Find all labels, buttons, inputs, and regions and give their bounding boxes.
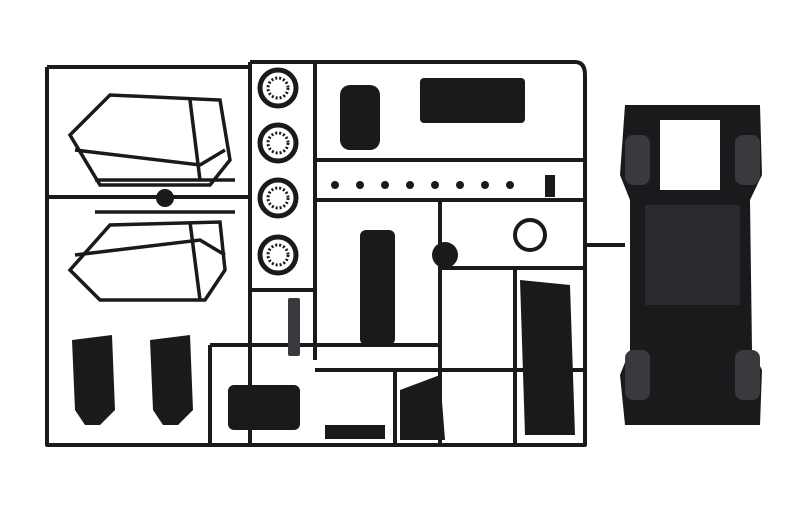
- sprue-frame: [45, 60, 625, 447]
- sprue-gate: [156, 189, 174, 207]
- seat-right: [150, 335, 193, 425]
- seat-cushion: [340, 85, 380, 150]
- wheel-arch-front-right: [735, 135, 760, 185]
- round-part: [432, 242, 458, 268]
- wheel-arch-front-left: [625, 135, 650, 185]
- small-parts: [228, 78, 575, 440]
- grille-part: [288, 298, 300, 356]
- dashboard-part: [420, 78, 525, 123]
- roll-cage-upper: [67, 93, 235, 187]
- wheel-arch-rear-right: [735, 350, 760, 400]
- car-chassis: [620, 105, 762, 425]
- wheel-rim-2: [257, 122, 299, 164]
- seats: [72, 335, 193, 425]
- floor-pan: [645, 205, 740, 305]
- roll-cage-lower: [67, 210, 235, 302]
- cockpit-opening: [660, 120, 720, 190]
- wheel-rim-4: [257, 234, 299, 276]
- fender-left: [400, 375, 445, 440]
- wheel-rim-1: [257, 67, 299, 109]
- pedal-part: [545, 175, 555, 197]
- wheels: [257, 67, 299, 276]
- wheel-rim-3: [257, 177, 299, 219]
- seat-left: [72, 335, 115, 425]
- fuel-tank: [360, 230, 395, 345]
- bar-part: [325, 425, 385, 439]
- small-pins: [331, 181, 514, 189]
- steering-wheel: [513, 218, 547, 252]
- fender-right: [520, 280, 575, 435]
- wheel-arch-rear-left: [625, 350, 650, 400]
- engine-block: [228, 385, 300, 430]
